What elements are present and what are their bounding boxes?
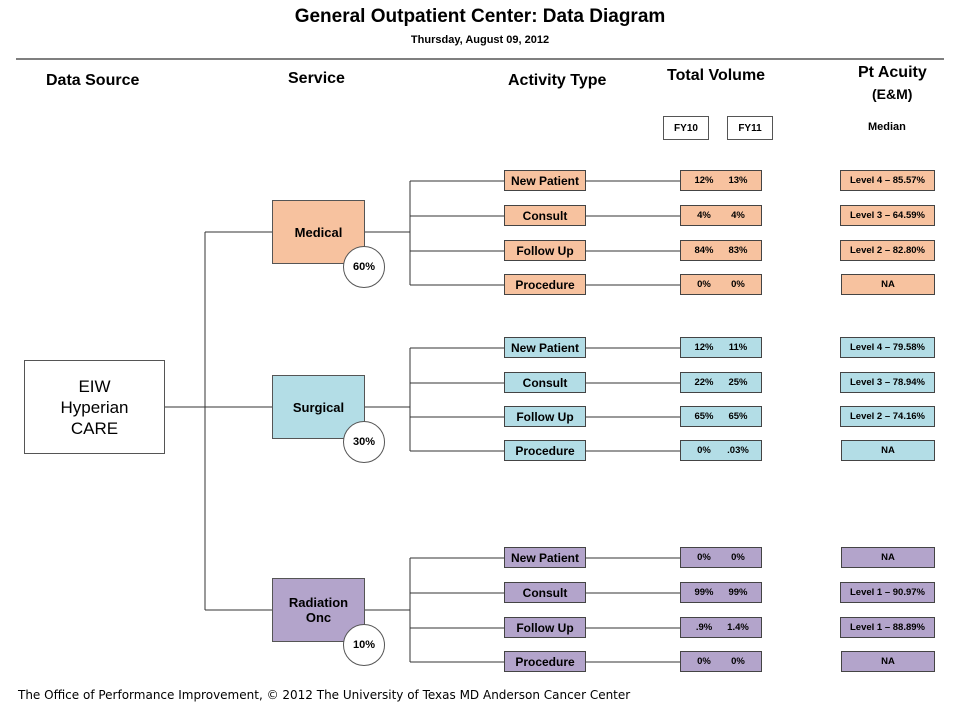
activity-box: Consult [504,372,586,393]
volume-fy11: 0% [731,279,745,290]
service-name: Onc [305,610,332,625]
volume-fy11: 1.4% [727,622,749,633]
acuity-box: Level 2 – 82.80% [840,240,935,261]
volume-box: 12% 11% [680,337,762,358]
source-line: EIW [78,376,111,396]
acuity-box: Level 2 – 74.16% [840,406,935,427]
activity-box: New Patient [504,170,586,191]
volume-fy10: 0% [697,445,711,456]
service-share-circle: 30% [343,421,385,463]
volume-box: 0% 0% [680,274,762,295]
acuity-box: Level 4 – 85.57% [840,170,935,191]
volume-fy11: 11% [728,342,748,353]
header-divider [16,58,944,60]
volume-fy11: 83% [728,245,748,256]
fy11-label-box: FY11 [727,116,773,140]
volume-fy10: 84% [694,245,714,256]
activity-box: Procedure [504,274,586,295]
activity-box: New Patient [504,547,586,568]
volume-fy11: 0% [731,656,745,667]
volume-box: 0% 0% [680,547,762,568]
volume-box: 0% .03% [680,440,762,461]
volume-fy10: 12% [694,342,714,353]
volume-box: 12% 13% [680,170,762,191]
acuity-box: Level 3 – 78.94% [840,372,935,393]
acuity-box: NA [841,274,935,295]
service-box: Medical [272,200,365,264]
activity-box: Procedure [504,440,586,461]
header-pt-acuity: Pt Acuity [858,64,927,81]
volume-fy11: 0% [731,552,745,563]
fy10-label-box: FY10 [663,116,709,140]
volume-fy10: 4% [697,210,711,221]
activity-box: Procedure [504,651,586,672]
source-line: Hyperian [60,397,129,417]
page-title: General Outpatient Center: Data Diagram [294,6,666,27]
volume-fy10: .9% [695,622,713,633]
volume-fy10: 0% [697,656,711,667]
footer-credit: The Office of Performance Improvement, ©… [18,688,631,702]
data-source-box: EIW Hyperian CARE [24,360,165,454]
volume-box: .9% 1.4% [680,617,762,638]
volume-box: 22% 25% [680,372,762,393]
service-share-circle: 10% [343,624,385,666]
volume-fy10: 12% [694,175,714,186]
acuity-box: NA [841,651,935,672]
acuity-box: Level 3 – 64.59% [840,205,935,226]
acuity-box: NA [841,440,935,461]
volume-box: 84% 83% [680,240,762,261]
volume-fy10: 0% [697,552,711,563]
service-name: Medical [294,224,343,240]
volume-fy11: 25% [728,377,748,388]
header-service: Service [288,70,345,87]
activity-box: Consult [504,205,586,226]
acuity-box: Level 1 – 90.97% [840,582,935,603]
acuity-box: NA [841,547,935,568]
volume-fy11: 13% [728,175,748,186]
header-activity-type: Activity Type [508,72,607,89]
header-em: (E&M) [872,86,913,102]
activity-box: Follow Up [504,617,586,638]
activity-box: New Patient [504,337,586,358]
activity-box: Follow Up [504,240,586,261]
volume-fy11: .03% [727,445,749,456]
volume-box: 4% 4% [680,205,762,226]
median-label: Median [868,121,906,133]
volume-fy10: 99% [694,587,714,598]
acuity-box: Level 1 – 88.89% [840,617,935,638]
source-line: CARE [70,418,119,438]
volume-fy10: 22% [694,377,714,388]
volume-fy11: 4% [731,210,745,221]
service-name: Radiation [288,595,349,610]
activity-box: Follow Up [504,406,586,427]
volume-fy10: 65% [694,411,714,422]
header-total-volume: Total Volume [667,67,766,84]
service-share-circle: 60% [343,246,385,288]
service-name: Surgical [292,399,345,415]
volume-box: 0% 0% [680,651,762,672]
volume-fy10: 0% [697,279,711,290]
header-data-source: Data Source [46,72,140,89]
volume-fy11: 65% [728,411,748,422]
acuity-box: Level 4 – 79.58% [840,337,935,358]
volume-box: 99% 99% [680,582,762,603]
volume-fy11: 99% [728,587,748,598]
volume-box: 65% 65% [680,406,762,427]
page-subtitle: Thursday, August 09, 2012 [410,34,550,46]
activity-box: Consult [504,582,586,603]
